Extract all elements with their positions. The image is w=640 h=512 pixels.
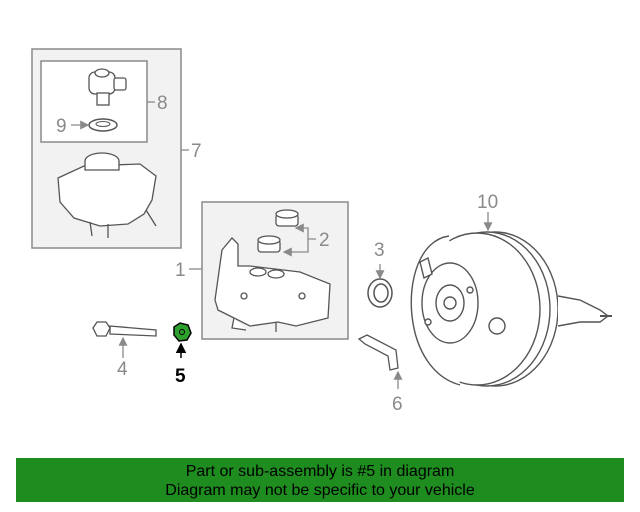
leader-lines <box>71 101 493 389</box>
callout-1: 1 <box>175 260 186 281</box>
nut[interactable] <box>173 322 192 342</box>
callout-9: 9 <box>56 116 67 137</box>
callout-8: 8 <box>157 93 168 114</box>
master-cylinder <box>214 237 331 332</box>
reservoir-group <box>31 48 182 249</box>
grommets <box>257 209 299 253</box>
reservoir-tank <box>57 152 157 238</box>
callout-6: 6 <box>392 394 403 415</box>
washer <box>88 118 118 132</box>
callout-4: 4 <box>117 359 128 380</box>
bolt <box>92 321 157 337</box>
brake-booster <box>410 231 612 387</box>
seal <box>367 278 393 308</box>
callout-5: 5 <box>175 366 186 387</box>
banner-line-1: Part or sub-assembly is #5 in diagram <box>185 463 455 480</box>
vacuum-hose <box>357 334 399 371</box>
callout-3: 3 <box>374 240 385 261</box>
banner-line-2: Diagram may not be specific to your vehi… <box>165 482 475 499</box>
info-banner: Part or sub-assembly is #5 in diagram Di… <box>16 458 624 502</box>
callout-7: 7 <box>191 141 202 162</box>
reservoir-cap <box>88 68 127 106</box>
callout-10: 10 <box>477 192 498 213</box>
nut-highlighted[interactable] <box>173 322 192 342</box>
callout-2: 2 <box>319 230 330 251</box>
master-cylinder-group <box>201 201 349 340</box>
